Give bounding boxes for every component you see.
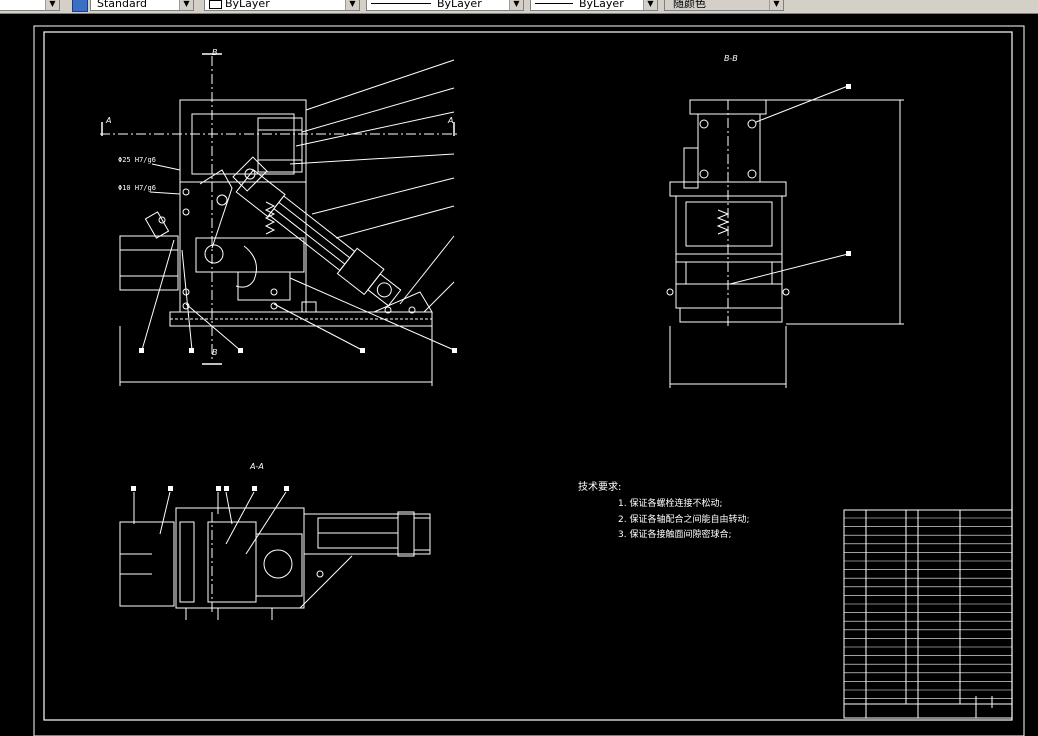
lineweight-preview xyxy=(535,3,573,4)
section-aa-label: A-A xyxy=(250,462,264,471)
chevron-down-icon: ▼ xyxy=(345,0,359,10)
text-style-combo[interactable]: Standard ▼ xyxy=(90,0,194,11)
chevron-down-icon: ▼ xyxy=(179,0,193,10)
section-bb-view xyxy=(666,85,904,388)
outer-frame xyxy=(33,25,1025,736)
layer-color-swatch xyxy=(209,0,222,9)
section-marker-a-left: A xyxy=(106,116,112,125)
fit-label-1: Φ25 H7/g6 xyxy=(118,156,156,164)
section-marker-a-right: A xyxy=(448,116,454,125)
title-block xyxy=(843,509,1013,719)
cad-drawing xyxy=(33,25,1025,736)
chevron-down-icon: ▼ xyxy=(509,0,523,10)
tech-requirements-title: 技术要求: xyxy=(578,482,622,493)
tech-requirement-3: 3. 保证各接触面间隙密球合; xyxy=(618,530,732,540)
section-aa-balloons xyxy=(131,486,289,491)
fit-label-2: Φ10 H7/g6 xyxy=(118,184,156,192)
section-marker-b-top: B xyxy=(212,48,218,57)
properties-toolbar: ▼ Standard ▼ ByLayer ▼ ByLayer ▼ ByLayer… xyxy=(0,0,1038,14)
tech-requirement-1: 1. 保证各螺栓连接不松动; xyxy=(618,499,723,509)
color-combo[interactable]: 随颜色 ▼ xyxy=(664,0,784,11)
linetype-preview xyxy=(371,3,431,4)
drawing-canvas[interactable]: B-B A-A A A B B Φ25 H7/g6 Φ10 H7/g6 技术要求… xyxy=(0,14,1038,736)
text-style-value: Standard xyxy=(97,0,148,10)
color-value: 随颜色 xyxy=(673,0,706,10)
front-balloons xyxy=(139,348,457,353)
lineweight-combo[interactable]: ByLayer ▼ xyxy=(530,0,658,11)
section-bb-label: B-B xyxy=(724,54,738,63)
linetype-combo[interactable]: ByLayer ▼ xyxy=(366,0,524,11)
chevron-down-icon: ▼ xyxy=(769,0,783,10)
layer-value: ByLayer xyxy=(225,0,270,10)
chevron-down-icon: ▼ xyxy=(643,0,657,10)
chevron-down-icon: ▼ xyxy=(45,0,59,10)
layer-combo[interactable]: ByLayer ▼ xyxy=(204,0,360,11)
linetype-value: ByLayer xyxy=(437,0,482,10)
section-bb-balloons xyxy=(846,84,851,256)
lineweight-value: ByLayer xyxy=(579,0,624,10)
toolbar-combo-left[interactable]: ▼ xyxy=(0,0,60,11)
section-marker-b-bottom: B xyxy=(212,348,218,357)
section-aa-view xyxy=(119,491,431,620)
inner-frame xyxy=(43,31,1013,721)
text-style-icon[interactable] xyxy=(72,0,88,12)
front-view xyxy=(100,53,460,386)
tech-requirement-2: 2. 保证各轴配合之间能自由转动; xyxy=(618,515,750,525)
